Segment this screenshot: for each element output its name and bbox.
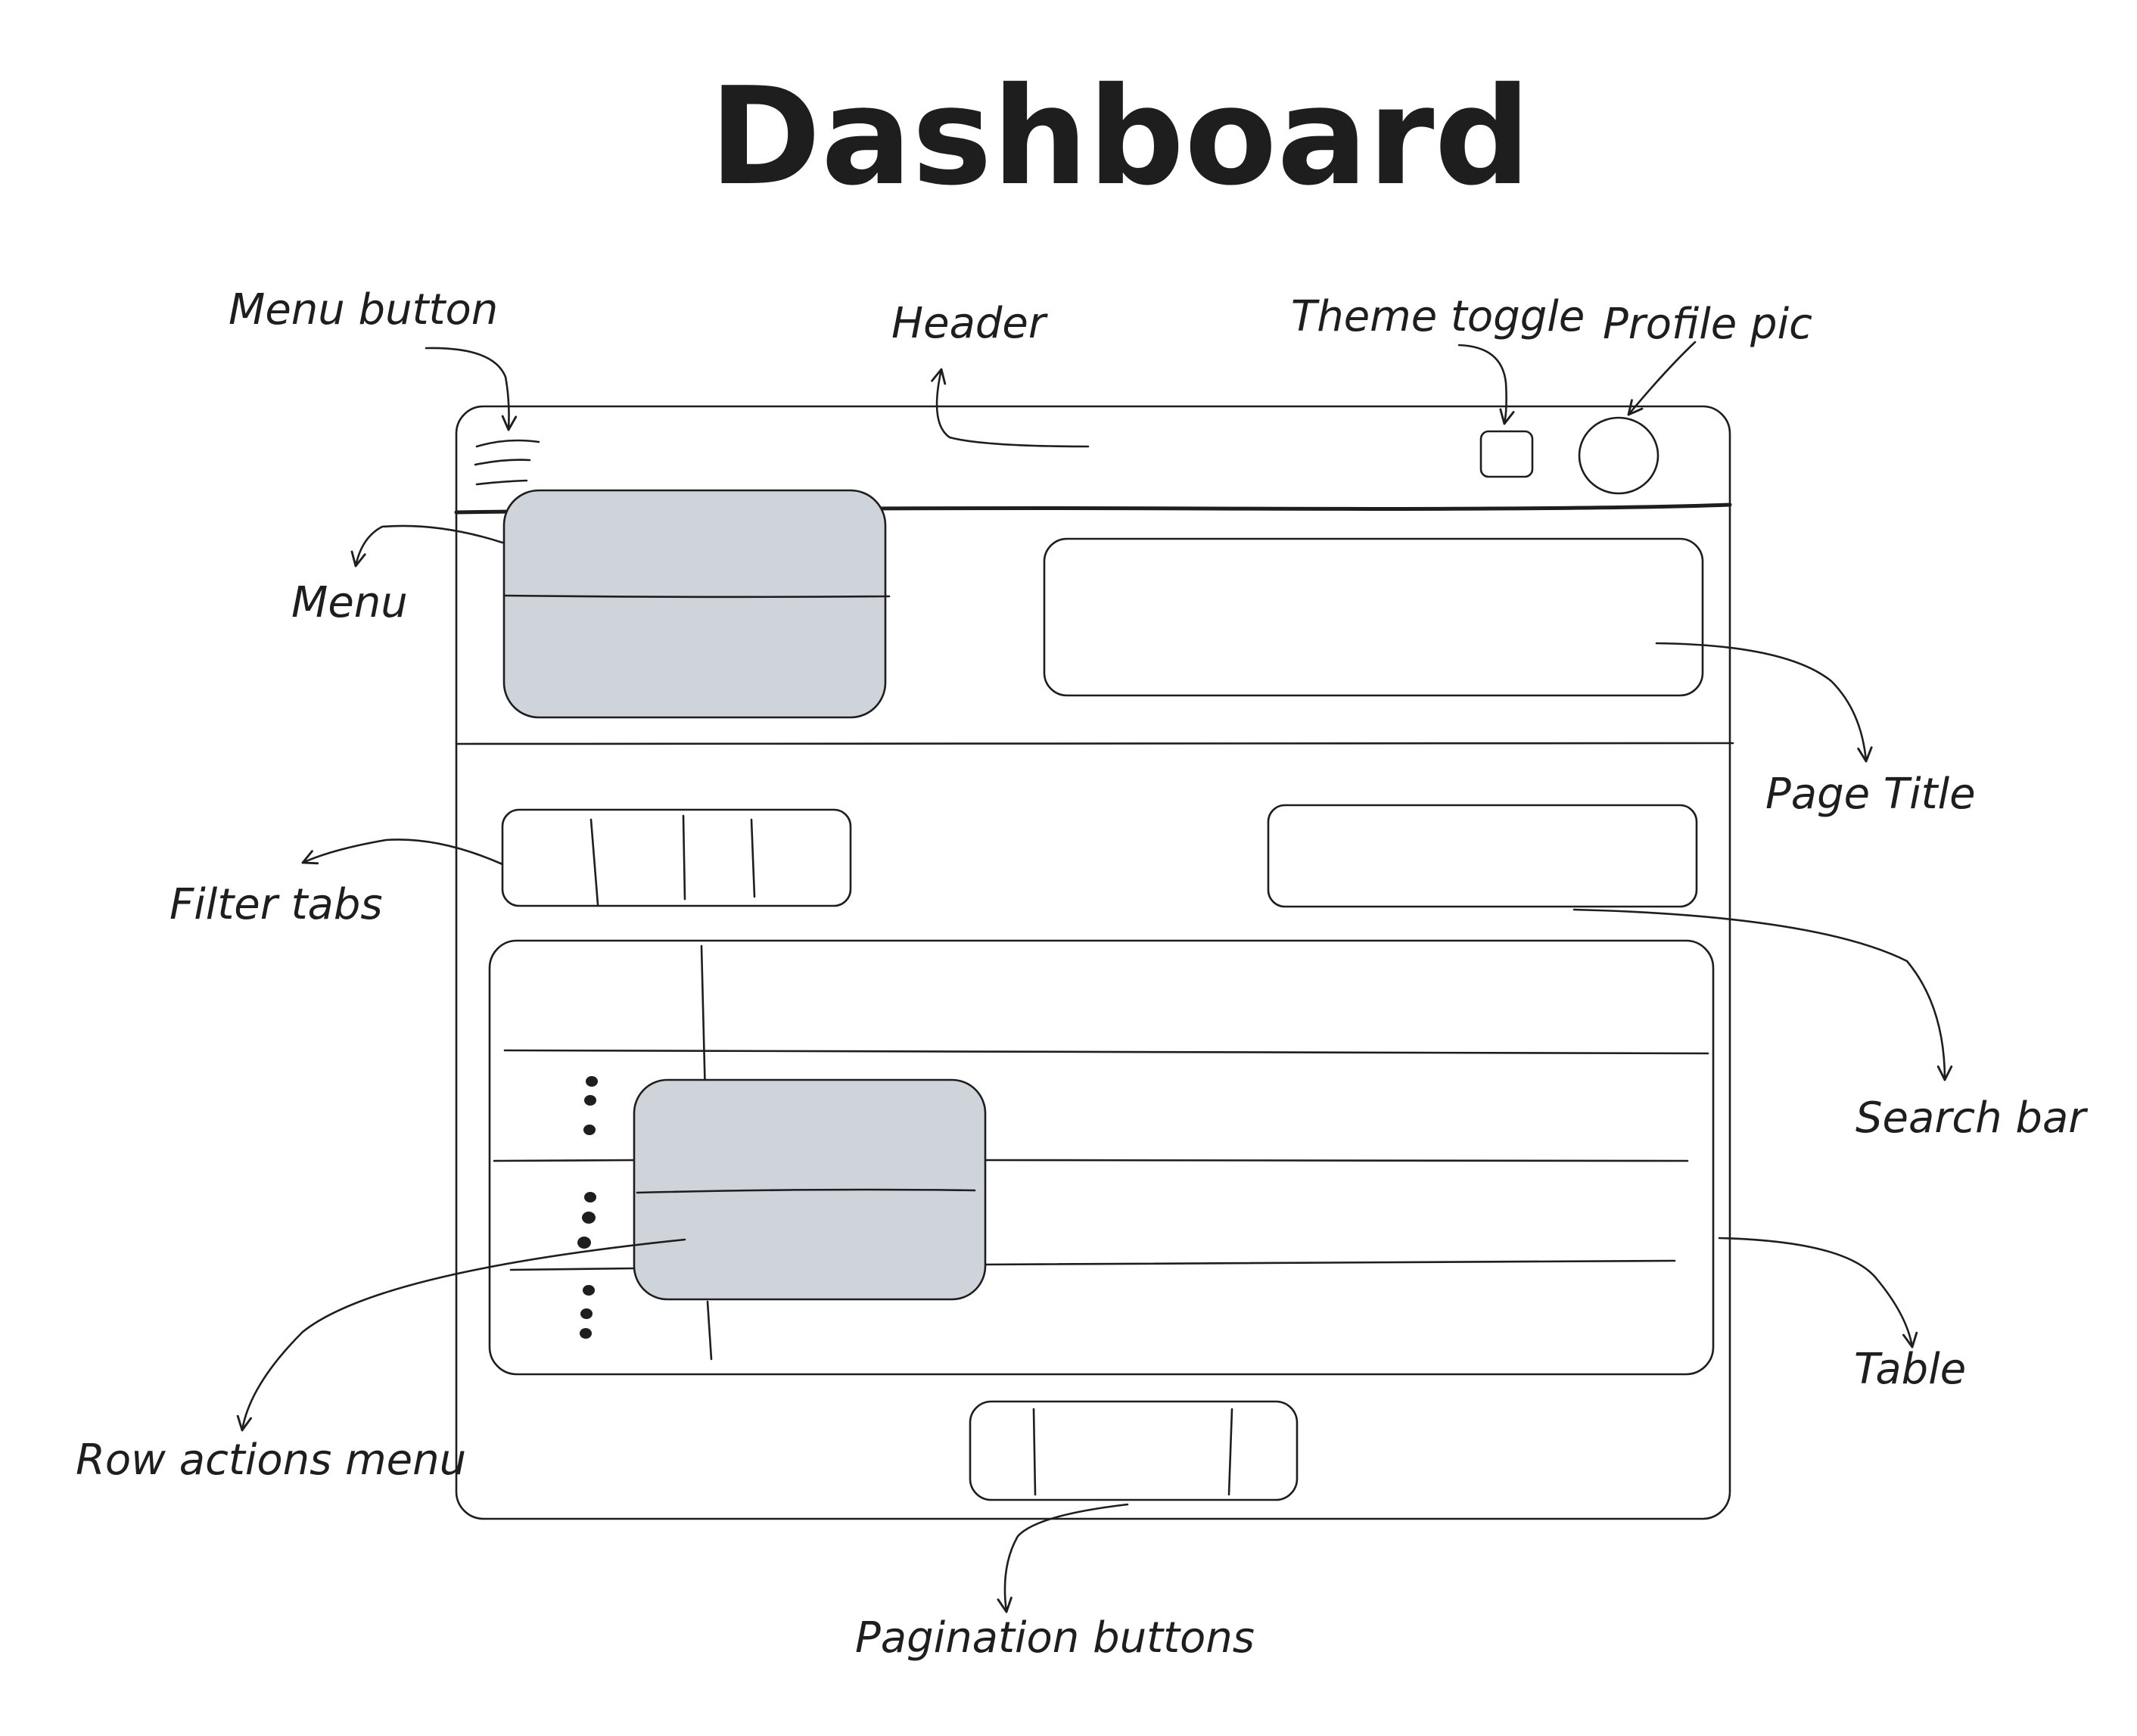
profile-pic-arrow [1627, 341, 1697, 416]
header-arrow [931, 368, 1090, 448]
filter-tabs-arrow [301, 838, 504, 866]
page-title-box [1043, 537, 1704, 697]
search-bar[interactable] [1267, 804, 1698, 908]
vertical-dots-icon[interactable] [577, 1192, 596, 1249]
label-filter-tabs: Filter tabs [170, 880, 383, 929]
label-menu-button: Menu button [229, 285, 498, 334]
row-actions-arrow [236, 1238, 686, 1432]
menu-dropdown[interactable] [502, 489, 891, 719]
page-title-arrow [1655, 642, 1873, 763]
label-theme-toggle: Theme toggle [1291, 292, 1585, 341]
theme-toggle-arrow [1457, 344, 1515, 425]
search-bar-arrow [1572, 908, 1953, 1081]
label-search-bar: Search bar [1855, 1094, 2088, 1143]
vertical-dots-icon[interactable] [583, 1076, 598, 1135]
pagination-arrow [997, 1503, 1129, 1613]
hamburger-icon[interactable] [474, 439, 540, 486]
label-table: Table [1854, 1345, 1966, 1394]
label-row-actions-menu: Row actions menu [76, 1436, 466, 1485]
menu-button-arrow [425, 347, 518, 431]
label-page-title: Page Title [1765, 770, 1976, 819]
theme-toggle-button[interactable] [1479, 430, 1534, 478]
label-header: Header [891, 299, 1048, 348]
pagination-buttons[interactable] [969, 1400, 1299, 1501]
profile-pic-avatar[interactable] [1578, 416, 1660, 495]
label-pagination-buttons: Pagination buttons [855, 1613, 1255, 1663]
diagram-title: Dashboard [709, 58, 1531, 215]
label-menu: Menu [291, 578, 408, 627]
menu-arrow [350, 524, 504, 568]
filter-tabs[interactable] [501, 808, 852, 907]
label-profile-pic: Profile pic [1603, 300, 1812, 349]
row-actions-menu[interactable] [633, 1078, 987, 1301]
vertical-dots-icon[interactable] [580, 1285, 595, 1339]
table-arrow [1718, 1237, 1918, 1349]
